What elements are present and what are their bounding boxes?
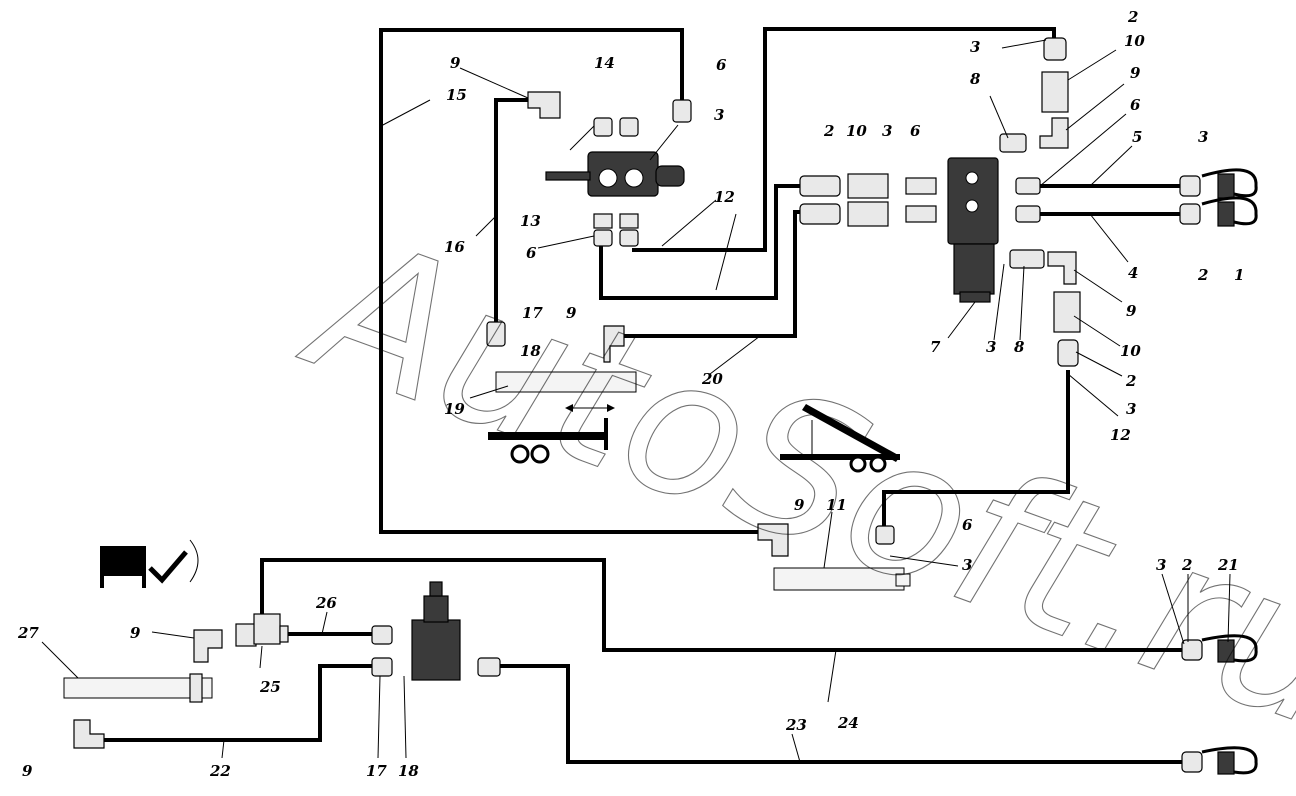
- label-14: 14: [594, 54, 615, 72]
- cylinder-19: [495, 371, 637, 393]
- label-22: 22: [209, 762, 231, 780]
- label-9b: 9: [1130, 64, 1141, 82]
- label-2c: 2: [1197, 266, 1208, 284]
- watermark-text: AutoSoft.ru: [279, 191, 1296, 771]
- quick-couplers-1: [1179, 168, 1258, 227]
- label-5: 5: [1132, 128, 1142, 146]
- hoses: [100, 27, 1182, 764]
- label-9d: 9: [1126, 302, 1137, 320]
- label-19: 19: [444, 400, 465, 418]
- valve-block-7: [947, 157, 999, 303]
- label-26: 26: [315, 594, 337, 612]
- coupling-column-bottom: [1009, 249, 1081, 367]
- label-3c: 3: [882, 122, 892, 140]
- callout-labels: 1 2 2 2 2 2 3 3 3 3 3 3 3 3 4 5 6 6 6 6 …: [17, 8, 1244, 780]
- tipper-icon-right: [780, 404, 900, 473]
- label-3h: 3: [1156, 556, 1166, 574]
- label-12a: 12: [714, 188, 735, 206]
- label-18b: 18: [398, 762, 419, 780]
- hose-12b: [882, 370, 1070, 526]
- label-10a: 10: [1124, 32, 1145, 50]
- label-6e: 6: [962, 516, 973, 534]
- label-9c: 9: [566, 304, 577, 322]
- label-12b: 12: [1110, 426, 1131, 444]
- coupling-row: [799, 173, 937, 227]
- hose-top: [632, 27, 1056, 252]
- label-2a: 2: [1127, 8, 1138, 26]
- label-9e: 9: [794, 496, 805, 514]
- label-21: 21: [1217, 556, 1239, 574]
- label-4: 4: [1128, 264, 1138, 282]
- fitting-6-top: [672, 99, 692, 123]
- label-6c: 6: [1130, 96, 1141, 114]
- label-15: 15: [446, 86, 467, 104]
- cylinder-27: [63, 673, 213, 703]
- quick-couplers-21: [1181, 634, 1258, 775]
- label-1: 1: [1234, 266, 1244, 284]
- label-3g: 3: [962, 556, 972, 574]
- label-2e: 2: [1181, 556, 1192, 574]
- elbow-9-bottom: [757, 523, 789, 557]
- hose-15: [379, 28, 770, 534]
- label-3b: 3: [714, 106, 724, 124]
- hose-12a: [599, 184, 800, 300]
- label-6a: 6: [716, 56, 727, 74]
- label-9a: 9: [450, 54, 461, 72]
- hose-20: [620, 210, 800, 338]
- distributor-valve-13: [545, 119, 685, 197]
- fitting-17-left: [486, 321, 506, 347]
- label-24: 24: [837, 714, 859, 732]
- label-7: 7: [930, 338, 941, 356]
- tee-25: [235, 613, 289, 647]
- label-9f: 9: [130, 624, 141, 642]
- hose-22: [100, 664, 372, 742]
- label-11: 11: [826, 496, 847, 514]
- label-6d: 6: [526, 244, 537, 262]
- label-20: 20: [701, 370, 723, 388]
- label-25: 25: [259, 678, 281, 696]
- cylinder-11: [773, 525, 911, 591]
- elbow-9-mid: [603, 325, 625, 363]
- label-2b: 2: [823, 122, 834, 140]
- label-18a: 18: [520, 342, 541, 360]
- label-27: 27: [17, 624, 39, 642]
- label-10c: 10: [1120, 342, 1141, 360]
- label-17a: 17: [522, 304, 543, 322]
- elbow-9-topleft: [527, 91, 561, 119]
- fitting-6-right-b: [1015, 205, 1041, 223]
- hose-23: [500, 664, 1182, 764]
- label-3d: 3: [1198, 128, 1208, 146]
- leader-lines: [41, 39, 1231, 763]
- label-6b: 6: [910, 122, 921, 140]
- elbow-9-left-bottom: [73, 719, 105, 749]
- hose-16: [494, 98, 530, 330]
- label-2d: 2: [1125, 372, 1136, 390]
- hose-24: [260, 558, 1182, 652]
- trailer-icon-left: [488, 404, 615, 464]
- cabin-toggle-icon: [100, 539, 199, 588]
- valve-block-bottom: [371, 581, 501, 681]
- label-3e: 3: [986, 338, 996, 356]
- label-3f: 3: [1126, 400, 1136, 418]
- label-3a: 3: [970, 38, 980, 56]
- label-23: 23: [785, 716, 807, 734]
- label-8a: 8: [970, 70, 981, 88]
- label-9g: 9: [22, 762, 33, 780]
- label-16: 16: [444, 238, 465, 256]
- fittings-14: [593, 117, 639, 247]
- label-13: 13: [520, 212, 541, 230]
- label-10b: 10: [846, 122, 867, 140]
- label-17b: 17: [366, 762, 387, 780]
- coupling-column-top: [999, 37, 1069, 153]
- label-8b: 8: [1014, 338, 1025, 356]
- elbow-9-left-top: [193, 629, 223, 663]
- fitting-6-right-a: [1015, 177, 1041, 195]
